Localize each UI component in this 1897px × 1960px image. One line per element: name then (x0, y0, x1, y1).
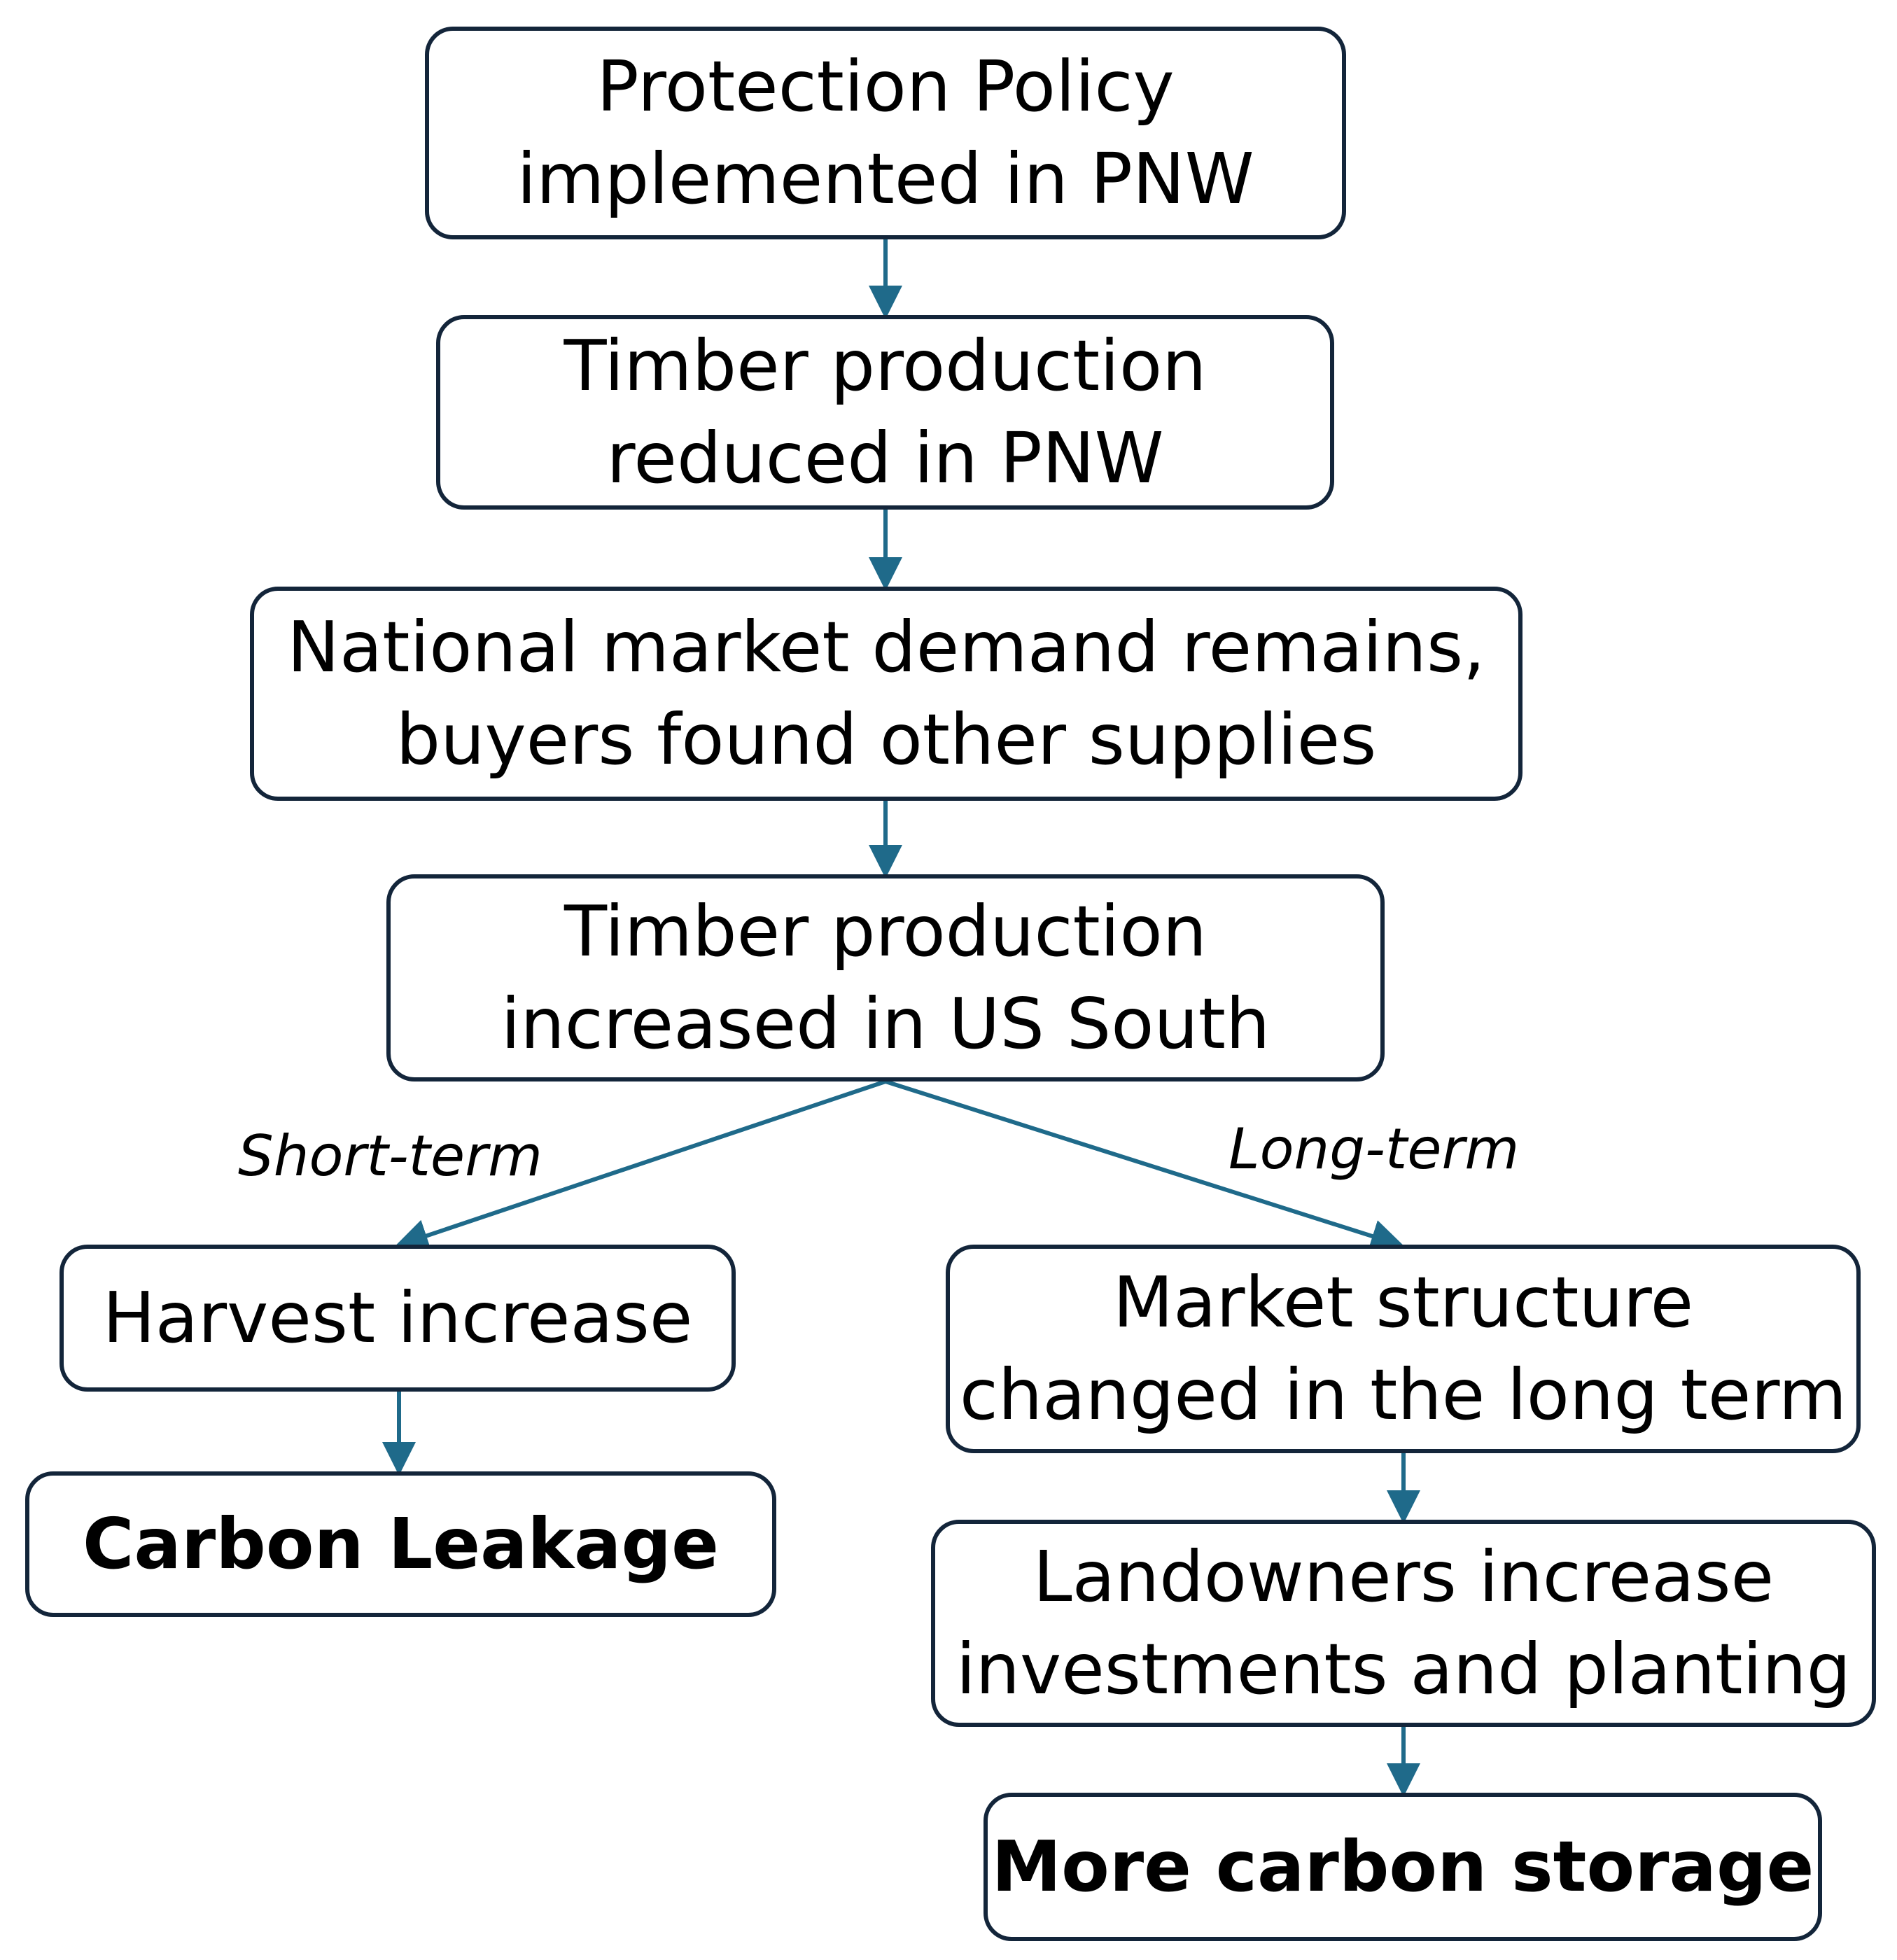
node-protection-policy: Protection Policy implemented in PNW (425, 27, 1346, 239)
label-short-term: Short-term (238, 1124, 542, 1189)
node-line: More carbon storage (991, 1826, 1814, 1907)
node-carbon-leakage: Carbon Leakage (25, 1471, 776, 1617)
node-south-increased: Timber production increased in US South (386, 874, 1385, 1082)
node-line: Carbon Leakage (83, 1503, 719, 1585)
node-line: Timber production (564, 890, 1208, 972)
node-line: Protection Policy (596, 46, 1175, 127)
node-market-structure: Market structure changed in the long ter… (946, 1245, 1861, 1453)
node-line: investments and planting (955, 1628, 1851, 1710)
node-harvest-increase: Harvest increase (59, 1245, 736, 1392)
node-line: changed in the long term (959, 1354, 1847, 1436)
node-line: reduced in PNW (606, 417, 1164, 499)
node-pnw-reduced: Timber production reduced in PNW (436, 315, 1334, 510)
node-landowners: Landowners increase investments and plan… (931, 1520, 1876, 1727)
node-line: Landowners increase (1032, 1536, 1774, 1618)
node-line: buyers found other supplies (396, 699, 1377, 780)
node-national-demand: National market demand remains, buyers f… (250, 587, 1522, 801)
node-line: Harvest increase (102, 1277, 693, 1359)
node-line: implemented in PNW (517, 138, 1254, 220)
label-long-term: Long-term (1228, 1116, 1520, 1182)
node-line: increased in US South (500, 983, 1270, 1065)
arrow-south-to-market (885, 1079, 1405, 1252)
node-carbon-storage: More carbon storage (983, 1793, 1822, 1941)
arrow-south-to-harvest (394, 1079, 886, 1252)
node-line: Market structure (1112, 1261, 1694, 1343)
node-line: National market demand remains, (287, 606, 1485, 688)
node-line: Timber production (564, 325, 1207, 407)
